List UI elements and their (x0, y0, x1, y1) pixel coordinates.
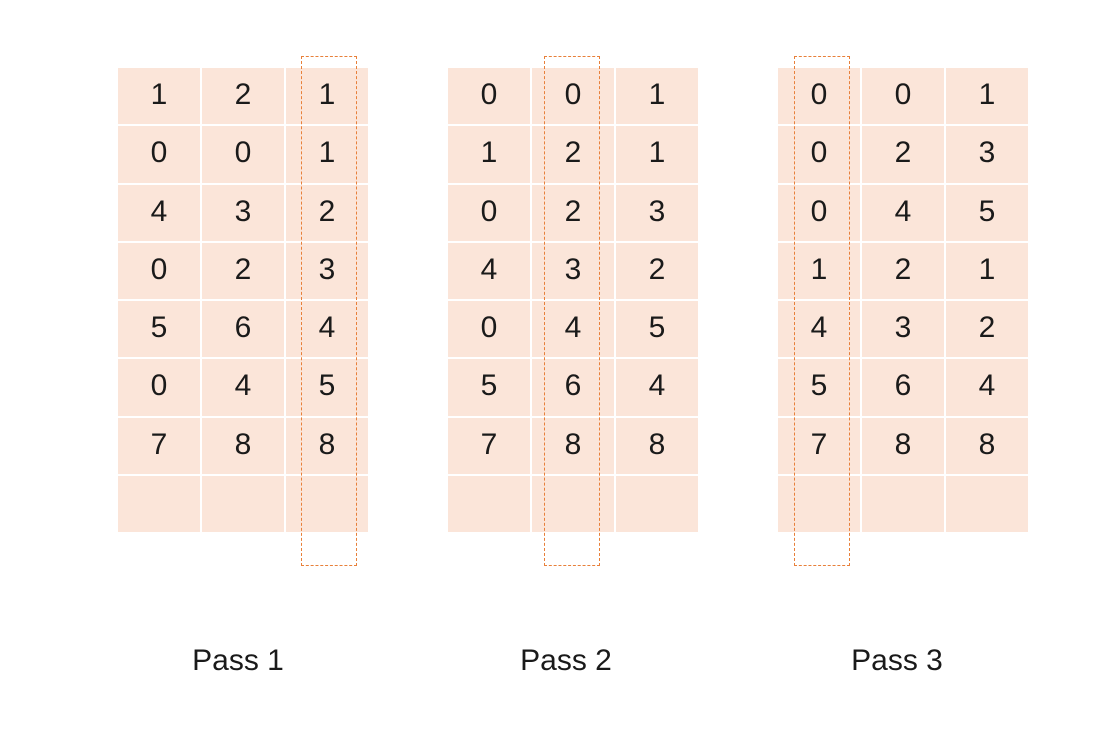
table-cell: 3 (616, 184, 698, 241)
pass-1-table: 1 2 1 0 0 1 4 3 2 0 2 3 5 6 4 0 4 5 7 8 … (118, 68, 368, 532)
table-cell: 5 (448, 359, 530, 416)
table-cell (532, 475, 614, 532)
table-cell: 8 (616, 417, 698, 474)
pass-3-table: 0 0 1 0 2 3 0 4 5 1 2 1 4 3 2 5 6 4 7 8 … (778, 68, 1028, 532)
table-cell: 2 (202, 242, 284, 299)
table-cell: 2 (862, 126, 944, 183)
table-cell: 1 (448, 126, 530, 183)
table-cell: 4 (448, 242, 530, 299)
table-cell: 4 (778, 301, 860, 358)
table-cell: 4 (616, 359, 698, 416)
table-cell: 2 (286, 184, 368, 241)
table-cell: 0 (778, 126, 860, 183)
pass-2-table: 0 0 1 1 2 1 0 2 3 4 3 2 0 4 5 5 6 4 7 8 … (448, 68, 698, 532)
table-cell: 2 (946, 301, 1028, 358)
table-cell: 7 (778, 417, 860, 474)
pass-1-panel: 1 2 1 0 0 1 4 3 2 0 2 3 5 6 4 0 4 5 7 8 … (118, 0, 368, 735)
table-cell (616, 475, 698, 532)
table-cell: 0 (778, 68, 860, 125)
table-cell: 1 (778, 242, 860, 299)
table-cell: 6 (532, 359, 614, 416)
table-cell: 4 (532, 301, 614, 358)
table-cell: 5 (286, 359, 368, 416)
table-cell: 6 (202, 301, 284, 358)
table-cell: 7 (448, 417, 530, 474)
table-cell: 8 (862, 417, 944, 474)
table-cell: 3 (862, 301, 944, 358)
pass-1-label: Pass 1 (192, 644, 284, 677)
pass-2-label: Pass 2 (520, 644, 612, 677)
table-cell: 0 (778, 184, 860, 241)
table-cell (946, 475, 1028, 532)
table-cell: 0 (862, 68, 944, 125)
table-cell: 2 (202, 68, 284, 125)
table-cell: 7 (118, 417, 200, 474)
table-cell: 8 (532, 417, 614, 474)
table-cell: 2 (532, 126, 614, 183)
table-cell: 0 (202, 126, 284, 183)
table-cell: 3 (286, 242, 368, 299)
table-cell (202, 475, 284, 532)
pass-3-label: Pass 3 (851, 644, 943, 677)
table-cell (862, 475, 944, 532)
table-cell: 1 (118, 68, 200, 125)
table-cell: 5 (778, 359, 860, 416)
table-cell: 0 (532, 68, 614, 125)
table-cell: 4 (946, 359, 1028, 416)
table-cell (286, 475, 368, 532)
table-cell: 2 (862, 242, 944, 299)
table-cell: 2 (616, 242, 698, 299)
table-cell: 3 (532, 242, 614, 299)
table-cell: 0 (448, 68, 530, 125)
table-cell: 0 (118, 242, 200, 299)
table-cell: 1 (286, 68, 368, 125)
table-cell: 1 (286, 126, 368, 183)
table-cell: 1 (616, 126, 698, 183)
table-cell: 1 (616, 68, 698, 125)
table-cell (778, 475, 860, 532)
table-cell: 0 (448, 184, 530, 241)
table-cell: 3 (202, 184, 284, 241)
table-cell: 4 (118, 184, 200, 241)
pass-2-panel: 0 0 1 1 2 1 0 2 3 4 3 2 0 4 5 5 6 4 7 8 … (448, 0, 698, 735)
table-cell: 0 (118, 359, 200, 416)
table-cell: 8 (946, 417, 1028, 474)
table-cell: 4 (202, 359, 284, 416)
table-cell (448, 475, 530, 532)
table-cell: 5 (946, 184, 1028, 241)
table-cell: 0 (118, 126, 200, 183)
table-cell: 2 (532, 184, 614, 241)
table-cell: 8 (286, 417, 368, 474)
table-cell: 0 (448, 301, 530, 358)
table-cell: 5 (118, 301, 200, 358)
table-cell: 8 (202, 417, 284, 474)
table-cell: 4 (862, 184, 944, 241)
table-cell: 3 (946, 126, 1028, 183)
table-cell: 4 (286, 301, 368, 358)
table-cell: 6 (862, 359, 944, 416)
table-cell: 5 (616, 301, 698, 358)
pass-3-panel: 0 0 1 0 2 3 0 4 5 1 2 1 4 3 2 5 6 4 7 8 … (778, 0, 1028, 735)
table-cell: 1 (946, 68, 1028, 125)
table-cell (118, 475, 200, 532)
table-cell: 1 (946, 242, 1028, 299)
